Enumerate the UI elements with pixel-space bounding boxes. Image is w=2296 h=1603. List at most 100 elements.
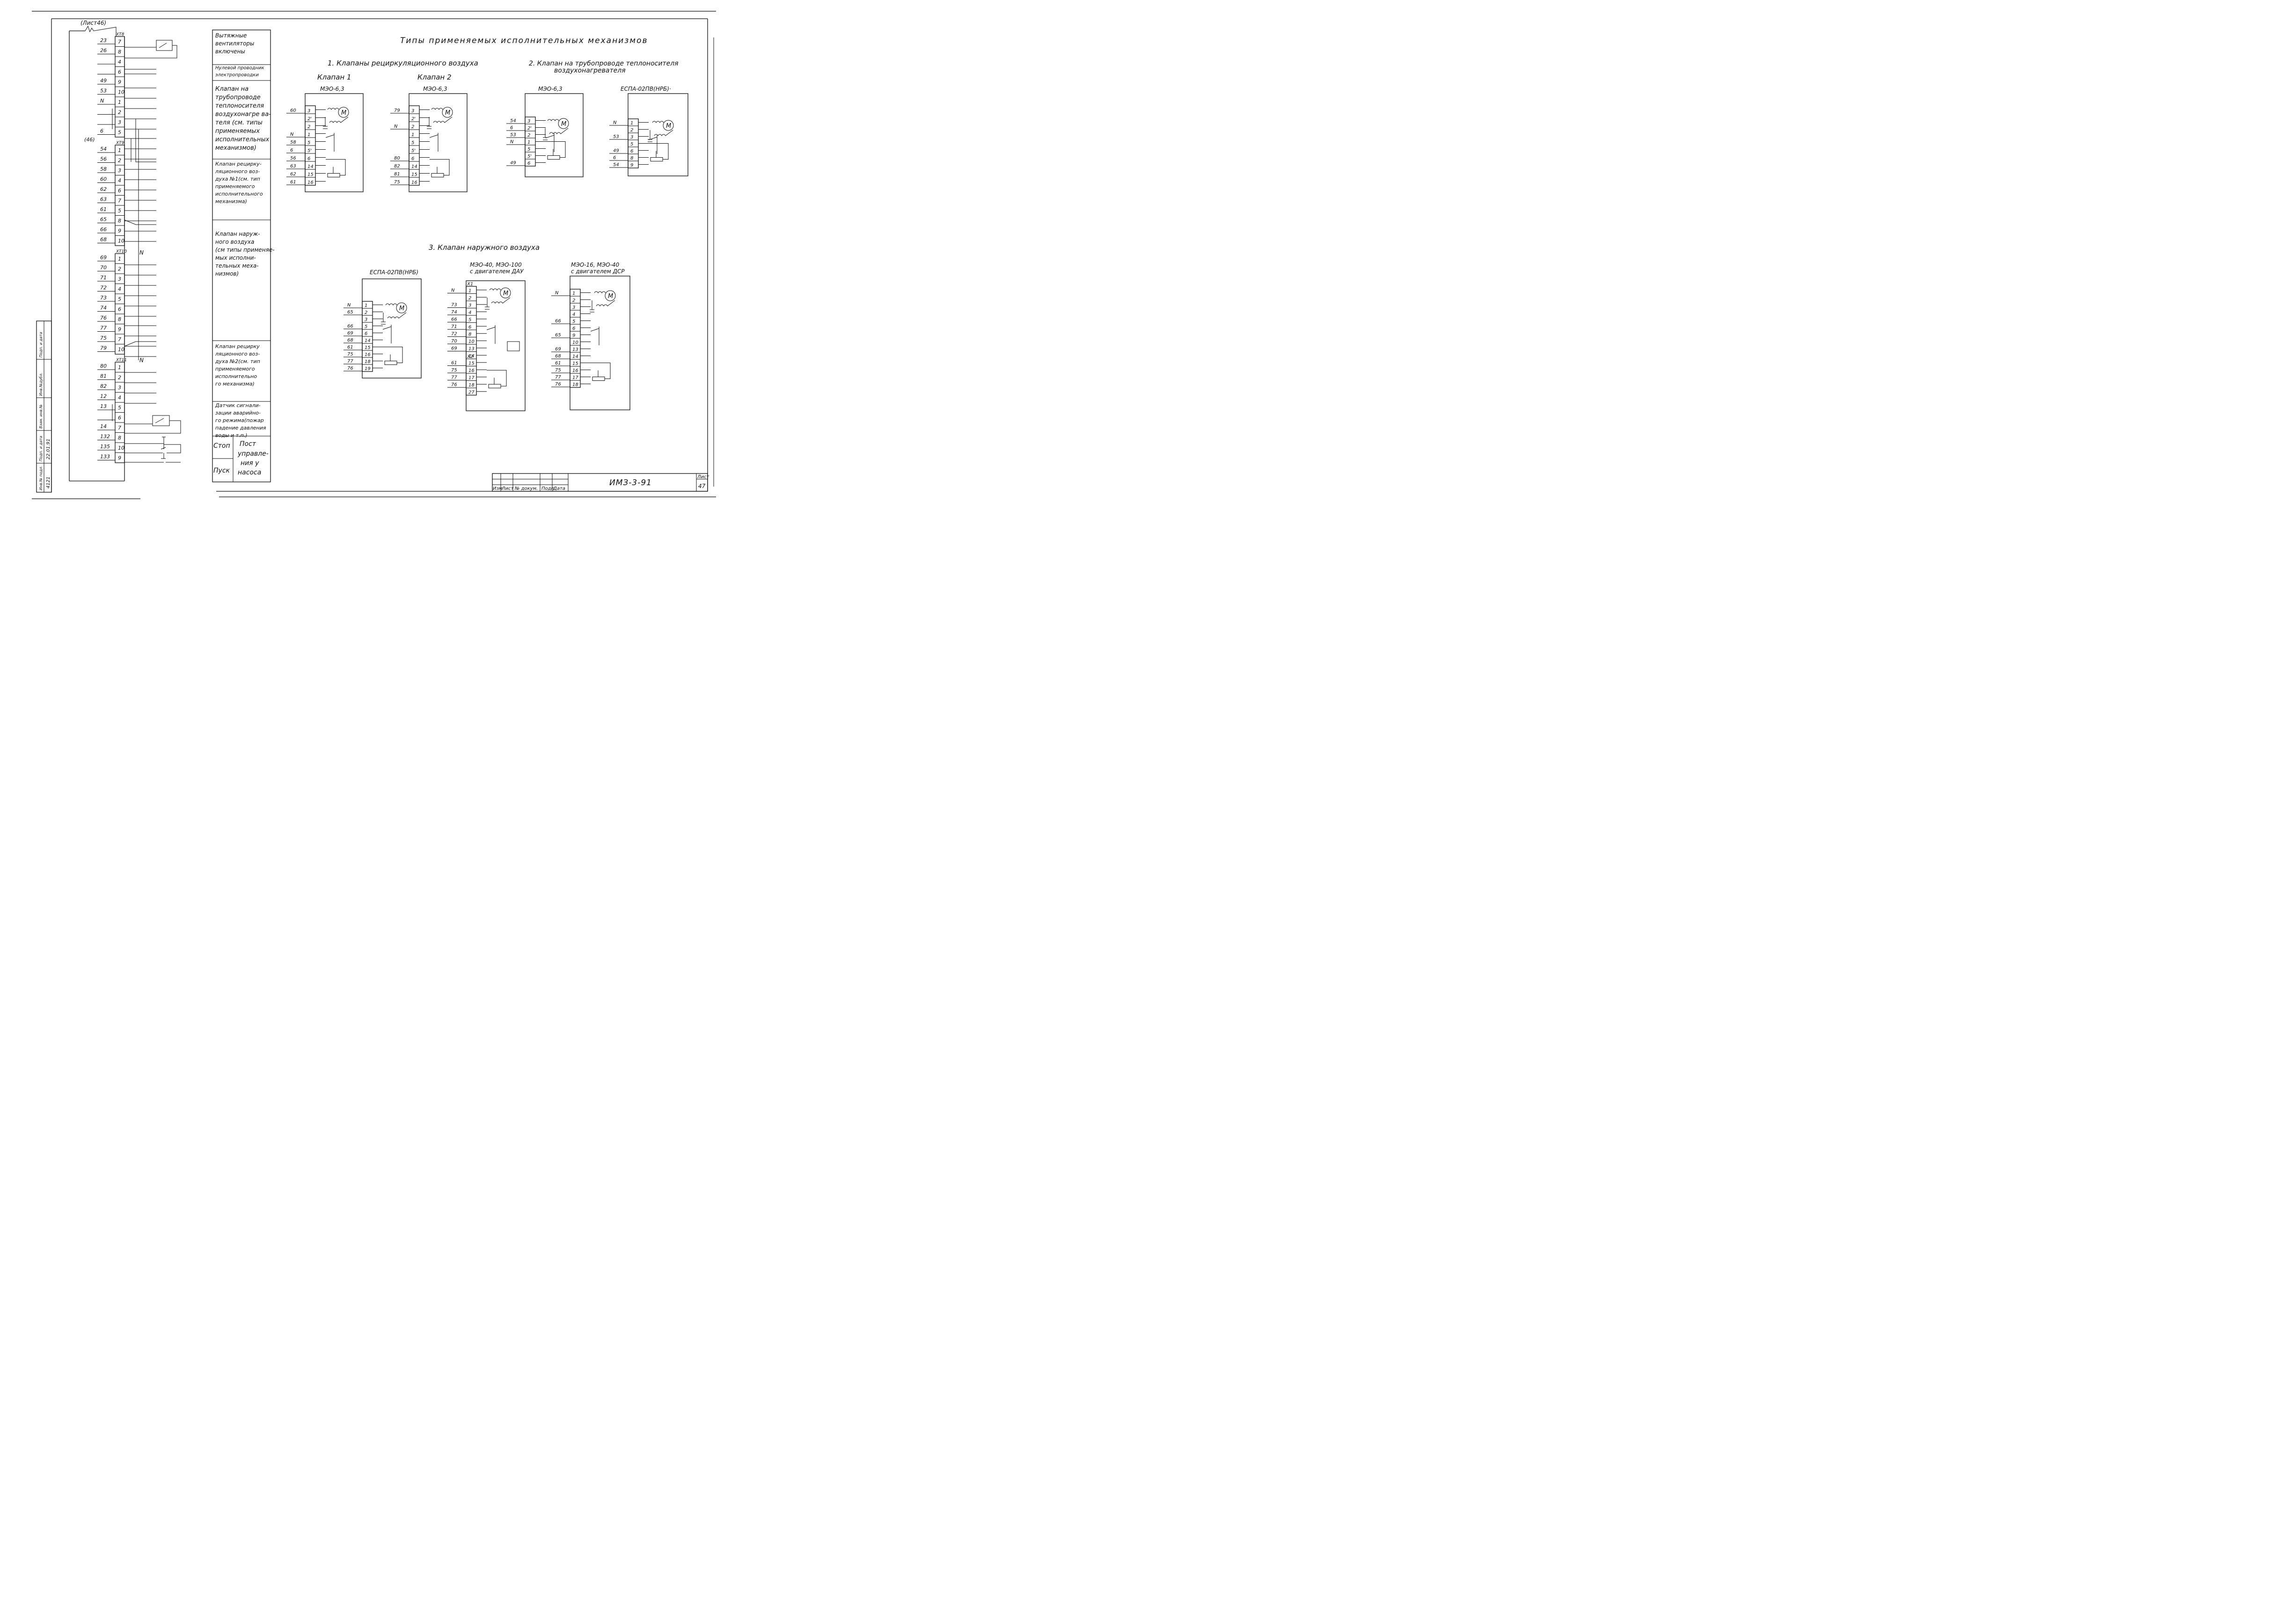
description-line: ляционного воз- <box>215 351 260 357</box>
pump-post-line-3: насоса <box>238 469 261 476</box>
motor-icon <box>396 302 407 313</box>
description-line: зации аварийно- <box>215 410 261 416</box>
terminal-wire-number: 53 <box>100 88 107 94</box>
terminal-wire-number: 62 <box>100 186 107 192</box>
sheet-frame <box>32 11 716 499</box>
device-wire: 70 <box>451 339 457 344</box>
device-pin: 16 <box>468 368 475 373</box>
terminal-pin: 9 <box>118 455 121 461</box>
terminal-block-name: ХТ10 <box>116 249 127 254</box>
description-line: низмов) <box>215 270 239 277</box>
device-pin: 5 <box>527 147 530 152</box>
terminal-pin: 3 <box>118 385 121 391</box>
device-pin: 5 <box>468 318 471 323</box>
device-pin: 1 <box>527 140 530 145</box>
terminal-pin: 2 <box>118 109 121 116</box>
description-line: механизмов) <box>215 145 256 152</box>
device-pin: 5' <box>411 148 416 153</box>
device-wire: 75 <box>555 368 561 373</box>
motor-label: M <box>666 123 671 130</box>
device-wire: 77 <box>555 375 561 380</box>
device-wire: N <box>510 139 514 145</box>
device-wire: 53 <box>613 134 619 139</box>
terminal-pin: 4 <box>118 286 121 292</box>
motor-icon <box>663 120 674 131</box>
description-line: ного воздуха <box>215 239 254 245</box>
terminal-column: (Лист46) (46) ХТ87238264694910531N2356ХТ… <box>69 20 127 481</box>
terminal-pin: 6 <box>118 188 121 194</box>
description-line: применяемого <box>215 366 255 372</box>
device-pin: 2 <box>527 133 530 138</box>
description-line: духа №1(см. тип <box>215 176 260 182</box>
device-wire: 58 <box>290 140 296 145</box>
terminal-x1: X1 <box>467 282 473 287</box>
terminal-wire-number: 72 <box>100 285 107 291</box>
terminal-wire-number: 54 <box>100 146 107 152</box>
terminal-pin: 1 <box>118 364 121 371</box>
device-pin: 6 <box>630 149 633 154</box>
device-model-note: с двигателем ДАУ <box>470 268 524 275</box>
side-stamp-label-3: Инв.№дубл. <box>39 372 43 396</box>
terminal-pin: 2 <box>118 158 121 164</box>
device-pin: 2' <box>307 117 312 122</box>
motor-label: M <box>399 305 404 312</box>
device-wire: 79 <box>394 108 400 113</box>
stamp-col-izm: Изм <box>493 486 503 491</box>
terminal-pin: 10 <box>118 89 124 95</box>
pump-start-label: Пуск <box>213 467 230 474</box>
device-pin: 3 <box>307 109 310 114</box>
device-wire: N <box>290 132 294 137</box>
device-pin: 9 <box>630 163 633 168</box>
side-stamp-label-1: Подп. и дата <box>39 436 43 461</box>
description-line: исполнительного <box>215 191 263 197</box>
device-model: МЭО-6,3 <box>538 86 563 92</box>
terminal-wire-number: 26 <box>100 48 107 54</box>
terminal-wire-number: 61 <box>100 206 107 212</box>
device-wire: 66 <box>347 324 353 329</box>
device-wire: 53 <box>510 132 516 138</box>
device-pin: 6 <box>572 326 575 331</box>
device-wire: 54 <box>613 162 619 168</box>
description-line: Клапан рецирку- <box>215 161 262 167</box>
device-pin: 16 <box>411 180 417 185</box>
section-3-title: 3. Клапан наружного воздуха <box>429 243 540 252</box>
device-pin: 15 <box>411 172 417 177</box>
description-line: вентиляторы <box>215 40 254 47</box>
side-stamp-label-2: Взам. инв.№ <box>39 404 43 429</box>
motor-label: M <box>561 121 566 128</box>
device-pin: 6 <box>411 156 414 161</box>
terminal-pin: 8 <box>118 316 121 322</box>
terminal-wire-number: 60 <box>100 176 107 182</box>
device-wire: 80 <box>394 156 400 161</box>
terminal-wire-number: 77 <box>100 325 107 331</box>
terminal-wire-number: 65 <box>100 217 107 223</box>
side-stamp-label-4: Подп. и дата <box>39 332 43 357</box>
description-line: механизма) <box>215 198 247 204</box>
device-pin: 2 <box>468 296 471 301</box>
terminal-pin: 6 <box>118 415 121 421</box>
device-header: Клапан 2 <box>417 73 452 81</box>
device-wire: 6 <box>510 125 513 131</box>
device-pin: 5 <box>411 140 414 146</box>
device-model: МЭО-16, МЭО-40 <box>571 262 620 268</box>
device-model: МЭО-6,3 <box>423 86 447 92</box>
description-line: применяемых <box>215 128 260 135</box>
device-pin: 14 <box>307 164 314 169</box>
device-wire: N <box>394 124 398 129</box>
side-stamp-label-0: Инв.№ подл. <box>39 466 43 490</box>
device-pin: 4 <box>468 310 471 315</box>
description-line: Клапан на <box>215 86 249 93</box>
motor-label: M <box>503 290 508 297</box>
side-stamp-value-0: 4121 <box>46 477 51 488</box>
device-pin: 15 <box>572 361 578 366</box>
device-pin: 6 <box>468 325 471 330</box>
device-pin: 3 <box>572 305 575 310</box>
device-pin: 15 <box>307 172 314 177</box>
device-wire: 56 <box>290 156 296 161</box>
pump-post-line-2: ния у <box>241 459 259 467</box>
terminal-wire-number: 12 <box>100 393 107 400</box>
terminal-wire-number: 23 <box>100 37 107 44</box>
